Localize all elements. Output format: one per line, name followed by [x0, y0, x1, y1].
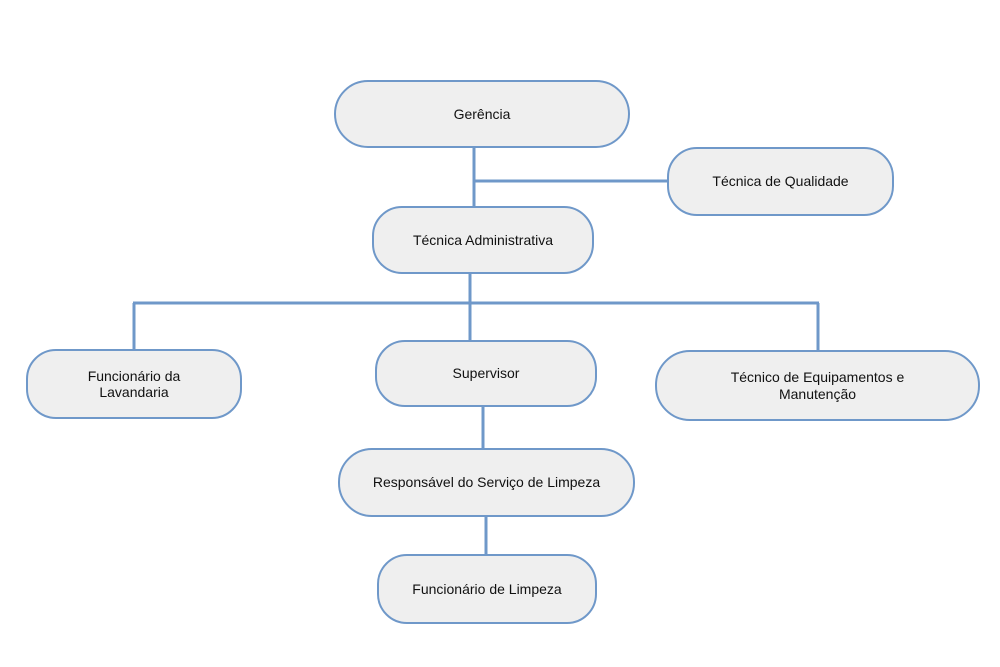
node-funcionario-lavandaria-label: Funcionário da Lavandaria — [87, 367, 181, 400]
node-tecnica-qualidade: Técnica de Qualidade — [667, 147, 894, 216]
node-tecnico-equipamentos: Técnico de Equipamentos e Manutenção — [655, 350, 980, 421]
node-tecnica-administrativa-label: Técnica Administrativa — [412, 231, 554, 248]
node-responsavel-limpeza-label: Responsável do Serviço de Limpeza — [372, 474, 601, 491]
node-responsavel-limpeza: Responsável do Serviço de Limpeza — [338, 448, 635, 517]
node-funcionario-limpeza-label: Funcionário de Limpeza — [412, 580, 562, 597]
node-funcionario-limpeza: Funcionário de Limpeza — [377, 554, 597, 624]
node-gerencia-label: Gerência — [453, 105, 511, 122]
node-supervisor: Supervisor — [375, 340, 597, 407]
node-supervisor-label: Supervisor — [452, 365, 520, 382]
node-tecnica-administrativa: Técnica Administrativa — [372, 206, 594, 274]
node-tecnica-qualidade-label: Técnica de Qualidade — [712, 173, 849, 190]
node-gerencia: Gerência — [334, 80, 630, 148]
node-tecnico-equipamentos-label: Técnico de Equipamentos e Manutenção — [730, 369, 905, 402]
node-funcionario-lavandaria: Funcionário da Lavandaria — [26, 349, 242, 419]
